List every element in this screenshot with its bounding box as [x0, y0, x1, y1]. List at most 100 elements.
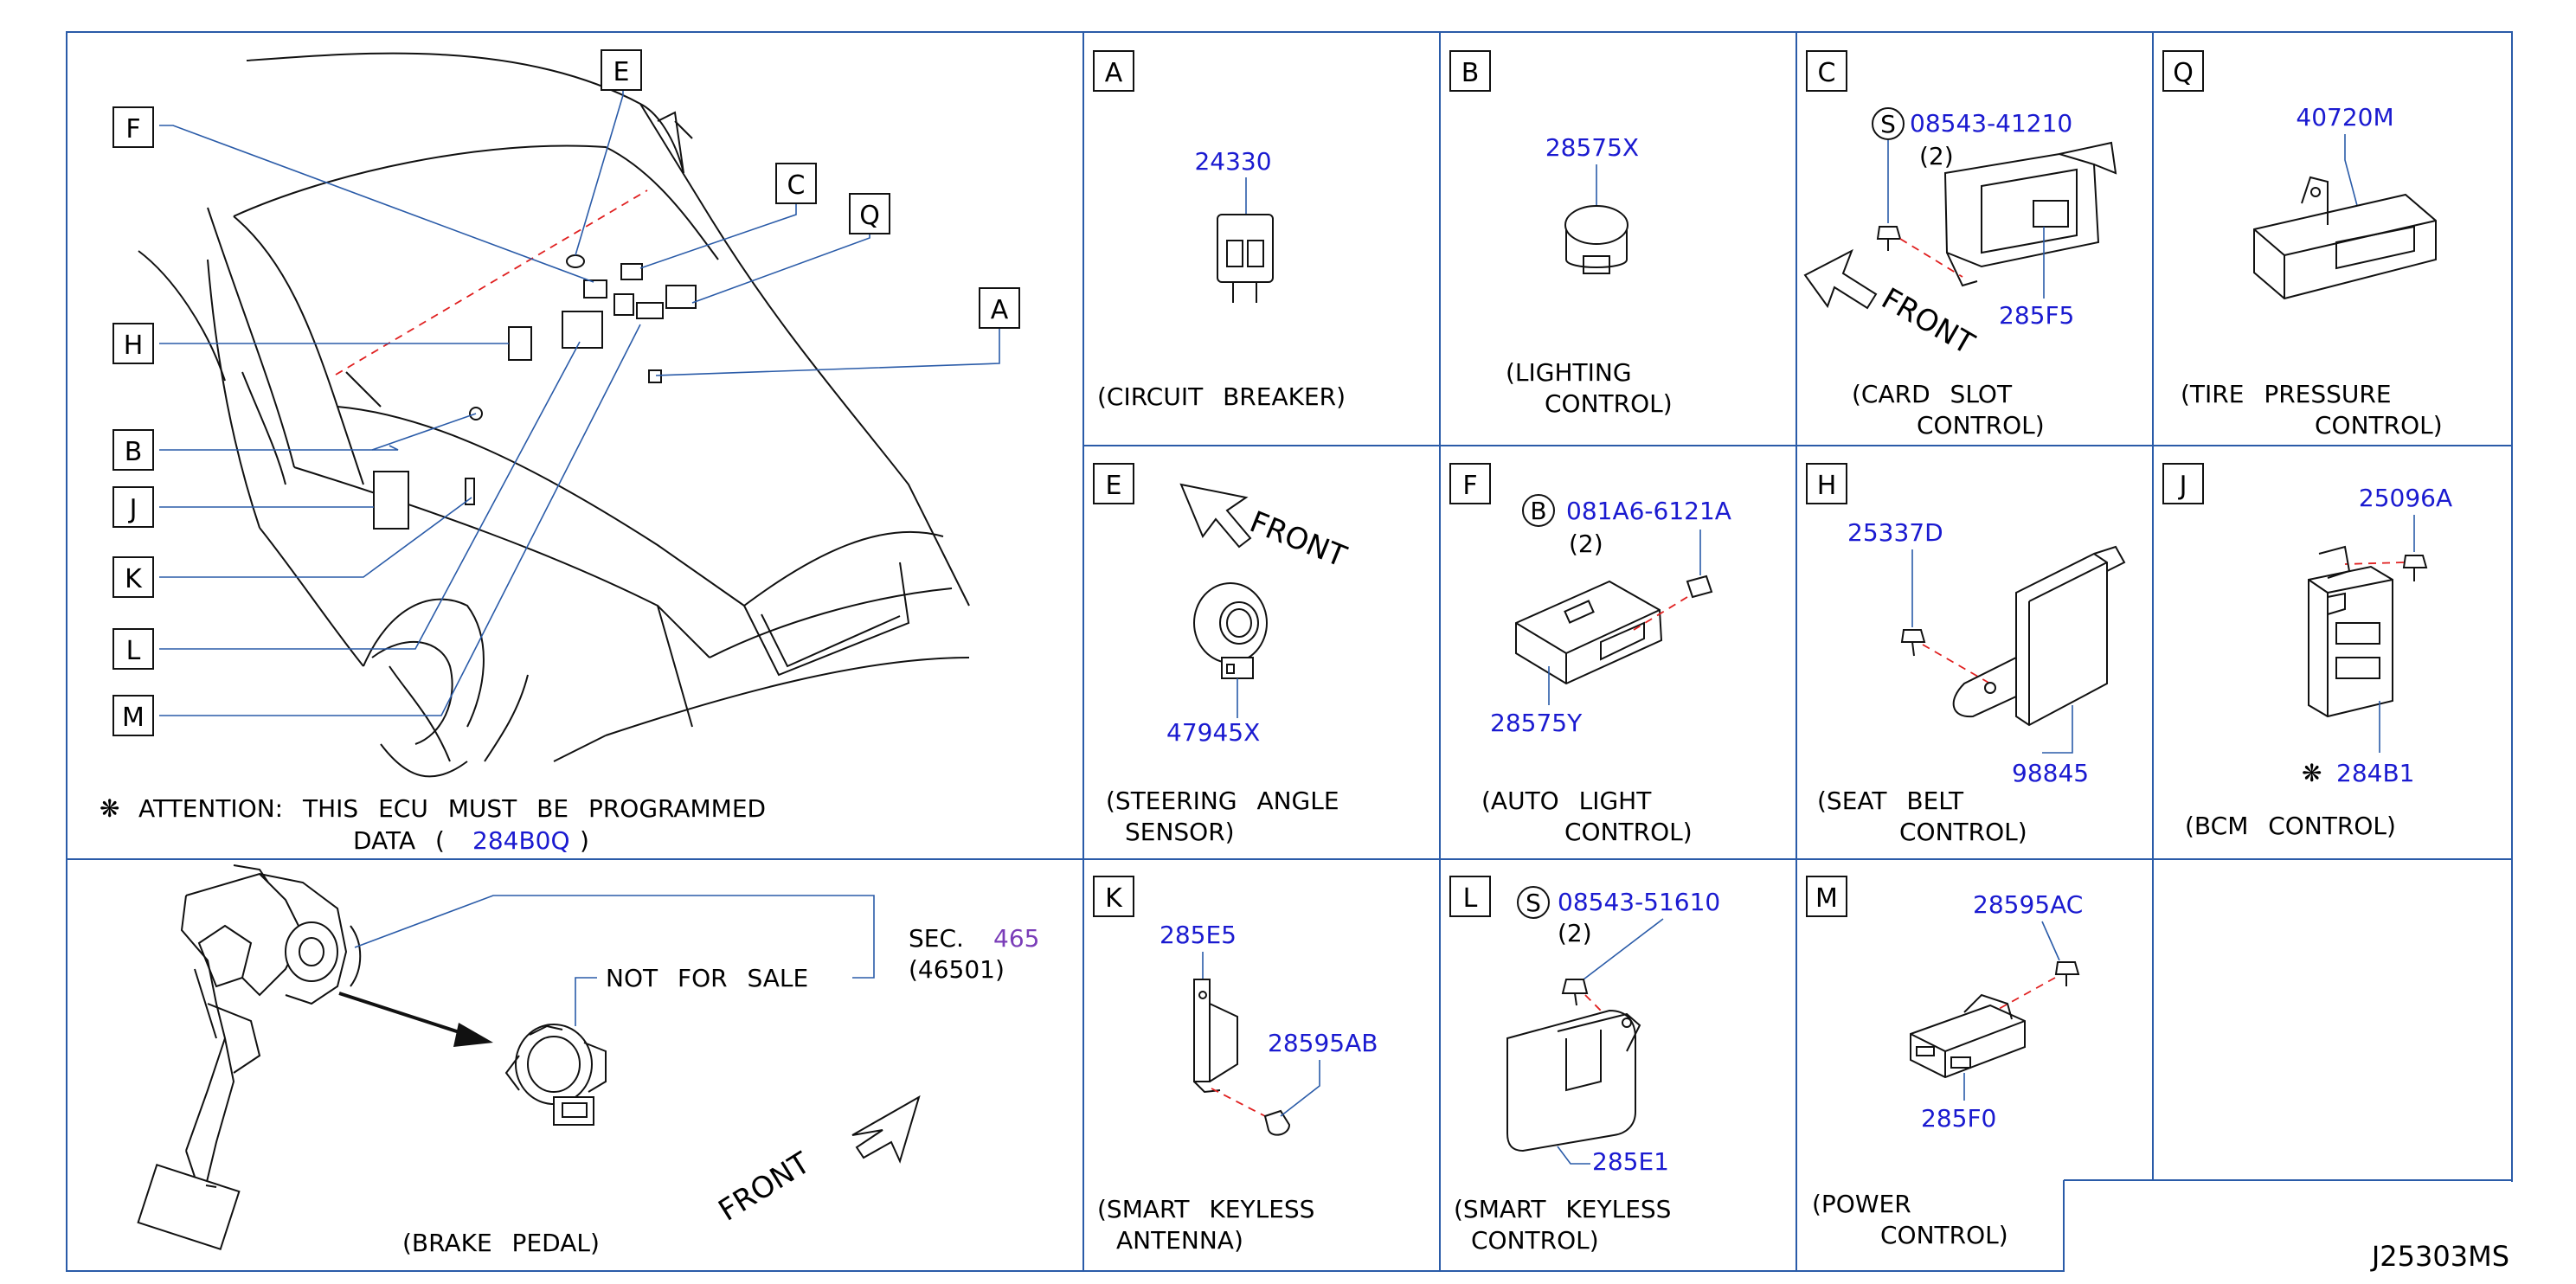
callout-B[interactable]: B — [112, 429, 154, 471]
panel-E: E FRONT 47945X (STEERING ANGLE SENSOR) — [1093, 463, 1352, 846]
panel-C: C S 08543-41210 (2) 285F5 FRONT (CARD SL… — [1803, 50, 2117, 440]
panel-caption-line2: CONTROL) — [1917, 411, 2045, 440]
attention-data-label: DATA ( — [353, 826, 445, 855]
callout-label: K — [125, 564, 143, 594]
screw-symbol: S — [1526, 889, 1541, 917]
screw-icon — [1900, 629, 1926, 643]
callout-label: C — [787, 170, 806, 201]
part-number-28595AC[interactable]: 28595AC — [1973, 890, 2083, 919]
part-number-24330[interactable]: 24330 — [1194, 147, 1271, 176]
panel-letter: L — [1463, 883, 1478, 914]
panel-letter: Q — [2173, 58, 2194, 88]
part-number-28575Y[interactable]: 28575Y — [1490, 709, 1583, 737]
stop-lamp-sensor-drawing — [504, 1024, 607, 1126]
panel-H: H 25337D 98845 (SEAT BELT CONTROL) — [1806, 463, 2126, 846]
part-number-081A6-6121A[interactable]: 081A6-6121A — [1566, 497, 1731, 525]
auto-light-control-drawing — [1515, 580, 1663, 685]
keyless-antenna-drawing — [1193, 979, 1238, 1094]
callout-label: B — [125, 437, 143, 467]
bcm-control-drawing — [2308, 545, 2393, 718]
front-arrow-icon — [1179, 483, 1252, 549]
diagram-id: J25303MS — [2370, 1240, 2509, 1273]
part-number-08543-51610[interactable]: 08543-51610 — [1558, 888, 1720, 916]
callout-M[interactable]: M — [112, 695, 154, 736]
panel-letter: J — [2178, 471, 2187, 501]
panel-caption-line1: (LIGHTING — [1506, 358, 1632, 387]
panel-letter: F — [1462, 471, 1477, 501]
seat-belt-control-drawing — [1952, 545, 2126, 727]
callout-label: F — [125, 114, 140, 144]
panel-caption-line2: CONTROL) — [1545, 389, 1673, 418]
keyless-control-drawing — [1506, 1009, 1641, 1152]
callout-H[interactable]: H — [112, 323, 154, 364]
panel-caption-line1: (SMART KEYLESS — [1454, 1195, 1671, 1223]
attention-line1: ATTENTION: THIS ECU MUST BE PROGRAMMED — [138, 794, 766, 823]
front-arrow-icon — [1803, 248, 1878, 310]
callout-label: J — [128, 494, 138, 524]
not-for-sale-label: NOT FOR SALE — [606, 964, 808, 992]
part-number-285E1[interactable]: 285E1 — [1592, 1147, 1669, 1176]
vehicle-outline — [138, 52, 970, 778]
panel-J: J 25096A ❋ 284B1 (BCM CONTROL) — [2162, 463, 2452, 840]
part-number-08543-41210[interactable]: 08543-41210 — [1910, 109, 2072, 138]
brake-caption: (BRAKE PEDAL) — [402, 1229, 600, 1257]
callout-E[interactable]: E — [601, 49, 642, 91]
panel-caption-line2: CONTROL) — [2315, 411, 2443, 440]
attention-close-paren: ) — [580, 826, 589, 855]
part-number-98845[interactable]: 98845 — [2012, 759, 2089, 787]
part-number-47945X[interactable]: 47945X — [1166, 718, 1260, 747]
panel-caption-line1: (STEERING ANGLE — [1106, 786, 1339, 815]
panel-caption-line2: CONTROL) — [1880, 1221, 2008, 1249]
front-label: FRONT — [713, 1146, 817, 1229]
part-number-285F0[interactable]: 285F0 — [1921, 1104, 1996, 1133]
part-number-285F5[interactable]: 285F5 — [1999, 301, 2074, 330]
panel-K: K 285E5 28595AB (SMART KEYLESS ANTENNA) — [1093, 876, 1378, 1255]
panel-caption-line1: (POWER — [1812, 1190, 1911, 1218]
attention-part-number[interactable]: 284B0Q — [472, 826, 570, 855]
callout-label: H — [124, 331, 144, 361]
section-label: SEC. — [909, 924, 964, 953]
callout-A[interactable]: A — [979, 287, 1020, 329]
screw-icon — [2402, 555, 2428, 568]
front-label: FRONT — [1245, 504, 1352, 575]
screw-icon — [1876, 226, 1902, 240]
callout-label: A — [991, 295, 1009, 325]
callout-C[interactable]: C — [775, 163, 817, 204]
panel-caption: (CIRCUIT BREAKER) — [1097, 382, 1346, 411]
steering-angle-sensor-drawing — [1193, 582, 1268, 679]
panel-M: M 28595AC 285F0 (POWER CONTROL) — [1806, 876, 2083, 1249]
part-number-25096A[interactable]: 25096A — [2359, 484, 2452, 512]
panel-letter: H — [1817, 471, 1837, 501]
front-label: FRONT — [1876, 281, 1981, 362]
callout-F[interactable]: F — [112, 106, 154, 148]
part-number-285E5[interactable]: 285E5 — [1160, 921, 1237, 949]
part-number-28575X[interactable]: 28575X — [1545, 133, 1639, 162]
callout-Q[interactable]: Q — [849, 193, 890, 234]
callout-L[interactable]: L — [112, 628, 154, 670]
panel-caption-line2: CONTROL) — [1471, 1226, 1599, 1255]
part-number-28595AB[interactable]: 28595AB — [1268, 1029, 1378, 1057]
section-part-number: (46501) — [909, 955, 1005, 984]
callout-K[interactable]: K — [112, 556, 154, 598]
panel-letter: K — [1105, 883, 1123, 914]
part-number-40720M[interactable]: 40720M — [2296, 103, 2393, 132]
part-number-25337D[interactable]: 25337D — [1847, 518, 1943, 547]
screw-icon — [1263, 1109, 1291, 1136]
card-slot-drawing — [1943, 141, 2117, 287]
front-arrow-icon — [851, 1095, 921, 1164]
panel-letter: B — [1461, 58, 1480, 88]
panel-caption-line1: (CARD SLOT — [1852, 380, 2013, 408]
panel-caption-line2: SENSOR) — [1125, 818, 1235, 846]
vehicle-overview: E F C Q A H B J K L M ❋ ATTENTION: THIS … — [100, 49, 1020, 855]
part-number-284B1[interactable]: 284B1 — [2336, 759, 2414, 787]
screw-symbol: S — [1880, 110, 1896, 138]
section-link[interactable]: 465 — [993, 924, 1039, 953]
callout-J[interactable]: J — [112, 486, 154, 528]
panel-letter: E — [1106, 471, 1122, 501]
brake-pedal-section: SEC. 465 (46501) NOT FOR SALE FRONT (BRA… — [137, 864, 1039, 1257]
callout-label: Q — [859, 201, 880, 231]
screw-icon — [2054, 961, 2080, 975]
panel-caption: (BCM CONTROL) — [2185, 812, 2396, 840]
callout-label: M — [122, 703, 145, 733]
